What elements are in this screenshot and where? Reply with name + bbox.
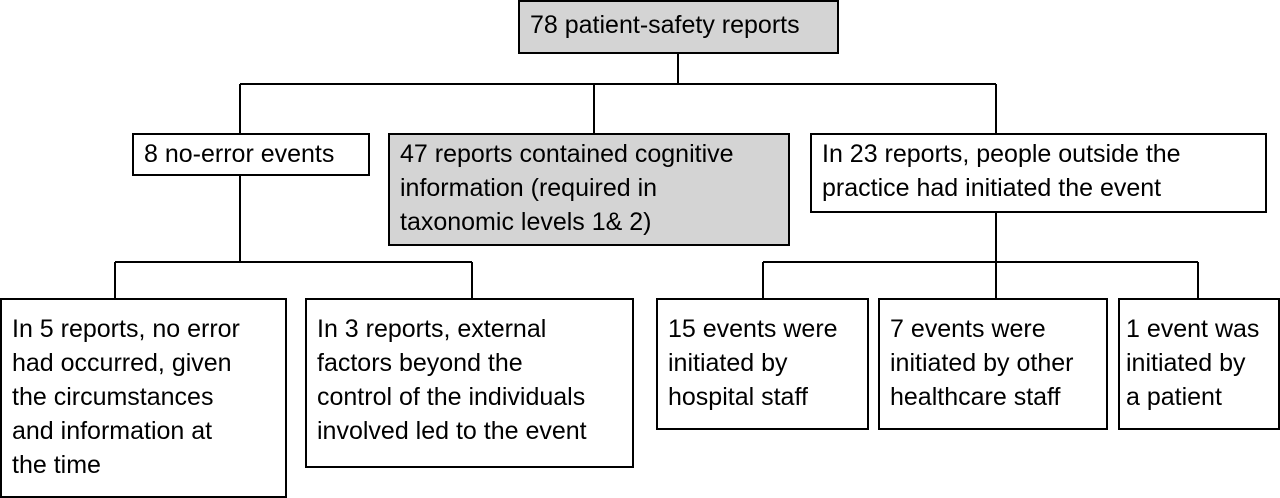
outside-box: In 23 reports, people outside the practi… <box>810 133 1267 213</box>
no-error-box: 8 no-error events <box>132 133 370 176</box>
other-7-box: 7 events were initiated by other healthc… <box>878 298 1108 430</box>
patient-1-box: 1 event was initiated by a patient <box>1118 298 1280 430</box>
cognitive-box: 47 reports contained cognitive informati… <box>388 133 790 246</box>
no-error-5-box: In 5 reports, no error had occurred, giv… <box>0 298 287 498</box>
hospital-15-box: 15 events were initiated by hospital sta… <box>656 298 869 430</box>
external-3-box: In 3 reports, external factors beyond th… <box>305 298 634 468</box>
root-box: 78 patient-safety reports <box>518 0 839 54</box>
